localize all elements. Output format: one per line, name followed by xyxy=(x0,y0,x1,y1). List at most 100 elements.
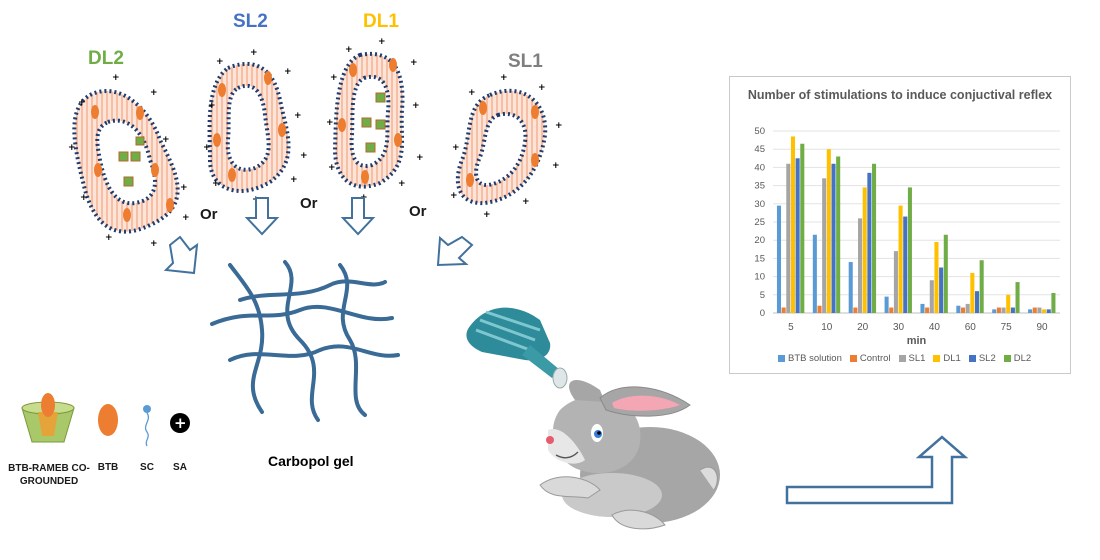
bar-dl1 xyxy=(826,149,831,313)
legend-label: Control xyxy=(859,353,891,364)
svg-text:+: + xyxy=(174,414,187,432)
bar-sl2 xyxy=(974,291,980,313)
bar-dl1 xyxy=(970,272,975,313)
svg-text:+: + xyxy=(552,161,560,171)
legend-swatch xyxy=(849,354,857,362)
legend-swatch xyxy=(933,354,941,362)
bar-sl2 xyxy=(1046,309,1051,313)
svg-text:+: + xyxy=(328,163,336,173)
legend-label: BTB solution xyxy=(788,353,842,364)
svg-text:+: + xyxy=(203,143,211,153)
key-sa-label: SA xyxy=(173,462,187,473)
bar-dl1 xyxy=(934,242,939,313)
legend-swatch xyxy=(968,354,976,362)
bar-sl1 xyxy=(1037,307,1042,313)
bar-dl1 xyxy=(862,187,867,313)
bar-btb-solution xyxy=(920,303,925,313)
down-arrows xyxy=(163,197,474,275)
svg-text:+: + xyxy=(555,121,563,131)
svg-text:+: + xyxy=(78,98,86,108)
svg-text:+: + xyxy=(345,45,353,55)
svg-text:+: + xyxy=(483,210,491,220)
svg-text:+: + xyxy=(180,183,188,193)
svg-text:+: + xyxy=(208,101,216,111)
bar-dl2 xyxy=(800,143,805,313)
svg-text:+: + xyxy=(105,233,113,243)
x-tick-label: 30 xyxy=(893,322,905,333)
y-tick-label: 40 xyxy=(754,162,765,173)
svg-text:+: + xyxy=(452,143,460,153)
bar-dl1 xyxy=(898,205,903,313)
svg-text:+: + xyxy=(410,58,418,68)
svg-text:+: + xyxy=(450,191,458,201)
bar-control xyxy=(889,307,894,313)
bar-control xyxy=(817,305,822,313)
x-tick-label: 75 xyxy=(1001,322,1013,333)
carbopol-gel-label: Carbopol gel xyxy=(268,453,354,469)
bar-sl2 xyxy=(903,216,908,313)
legend-label: DL1 xyxy=(943,353,961,364)
svg-text:+: + xyxy=(150,88,158,98)
svg-text:+: + xyxy=(112,73,120,83)
dl2-label: DL2 xyxy=(88,48,124,69)
dl2-vesicle: +++ +++ ++++ xyxy=(68,73,190,249)
x-tick-label: 60 xyxy=(965,322,977,333)
svg-text:+: + xyxy=(250,48,258,58)
svg-text:+: + xyxy=(538,83,546,93)
y-tick-label: 25 xyxy=(754,217,765,228)
svg-text:+: + xyxy=(330,73,338,83)
sl1-label: SL1 xyxy=(508,51,543,72)
bar-sl1 xyxy=(965,303,970,313)
rabbit-illustration xyxy=(539,379,720,530)
y-tick-label: 0 xyxy=(760,308,765,319)
bar-sl2 xyxy=(831,163,836,313)
bar-btb-solution xyxy=(1028,309,1033,313)
legend-item: SL2 xyxy=(968,353,996,364)
svg-text:+: + xyxy=(68,143,76,153)
bar-dl1 xyxy=(1042,309,1047,313)
carbopol-gel xyxy=(210,260,400,422)
bar-btb-solution xyxy=(884,296,889,313)
svg-text:+: + xyxy=(290,175,298,185)
bar-control xyxy=(960,307,966,313)
legend-item: BTB solution xyxy=(778,353,842,364)
svg-text:+: + xyxy=(294,111,302,121)
bar-sl2 xyxy=(1010,307,1015,313)
svg-text:+: + xyxy=(162,135,170,145)
bar-dl1 xyxy=(1006,294,1011,313)
bar-sl1 xyxy=(858,218,863,313)
legend-item: DL1 xyxy=(933,353,961,364)
bar-dl2 xyxy=(1015,282,1020,313)
key-sc-label: SC xyxy=(140,462,154,473)
bar-sl2 xyxy=(867,172,872,313)
y-tick-label: 50 xyxy=(754,126,765,137)
bar-control xyxy=(781,307,786,313)
svg-text:+: + xyxy=(378,37,386,47)
sl1-vesicle: +++ +++ +++ xyxy=(450,73,563,220)
bent-arrow-layer xyxy=(785,435,969,505)
y-tick-label: 10 xyxy=(754,272,765,283)
svg-text:+: + xyxy=(326,118,334,128)
bar-sl2 xyxy=(939,267,944,313)
arrow-dl1-icon xyxy=(340,197,376,236)
sc-surfactant-icon xyxy=(143,405,151,447)
arrow-sl1-icon xyxy=(436,235,474,267)
y-tick-label: 15 xyxy=(754,253,765,264)
svg-text:+: + xyxy=(468,88,476,98)
svg-text:+: + xyxy=(500,73,508,83)
y-tick-label: 5 xyxy=(760,290,765,301)
bar-control xyxy=(1032,307,1037,313)
x-tick-label: 5 xyxy=(788,322,794,333)
legend-swatch xyxy=(778,354,785,362)
chart-panel: Number of stimulations to induce conjuct… xyxy=(729,76,1071,374)
bar-sl1 xyxy=(929,280,934,313)
bar-dl2 xyxy=(979,260,984,313)
bar-sl2 xyxy=(795,158,800,313)
bar-sl1 xyxy=(786,163,791,313)
legend-item: Control xyxy=(849,353,891,364)
bar-control xyxy=(996,307,1001,313)
x-tick-label: 10 xyxy=(821,322,833,333)
x-tick-label: 40 xyxy=(929,322,941,333)
